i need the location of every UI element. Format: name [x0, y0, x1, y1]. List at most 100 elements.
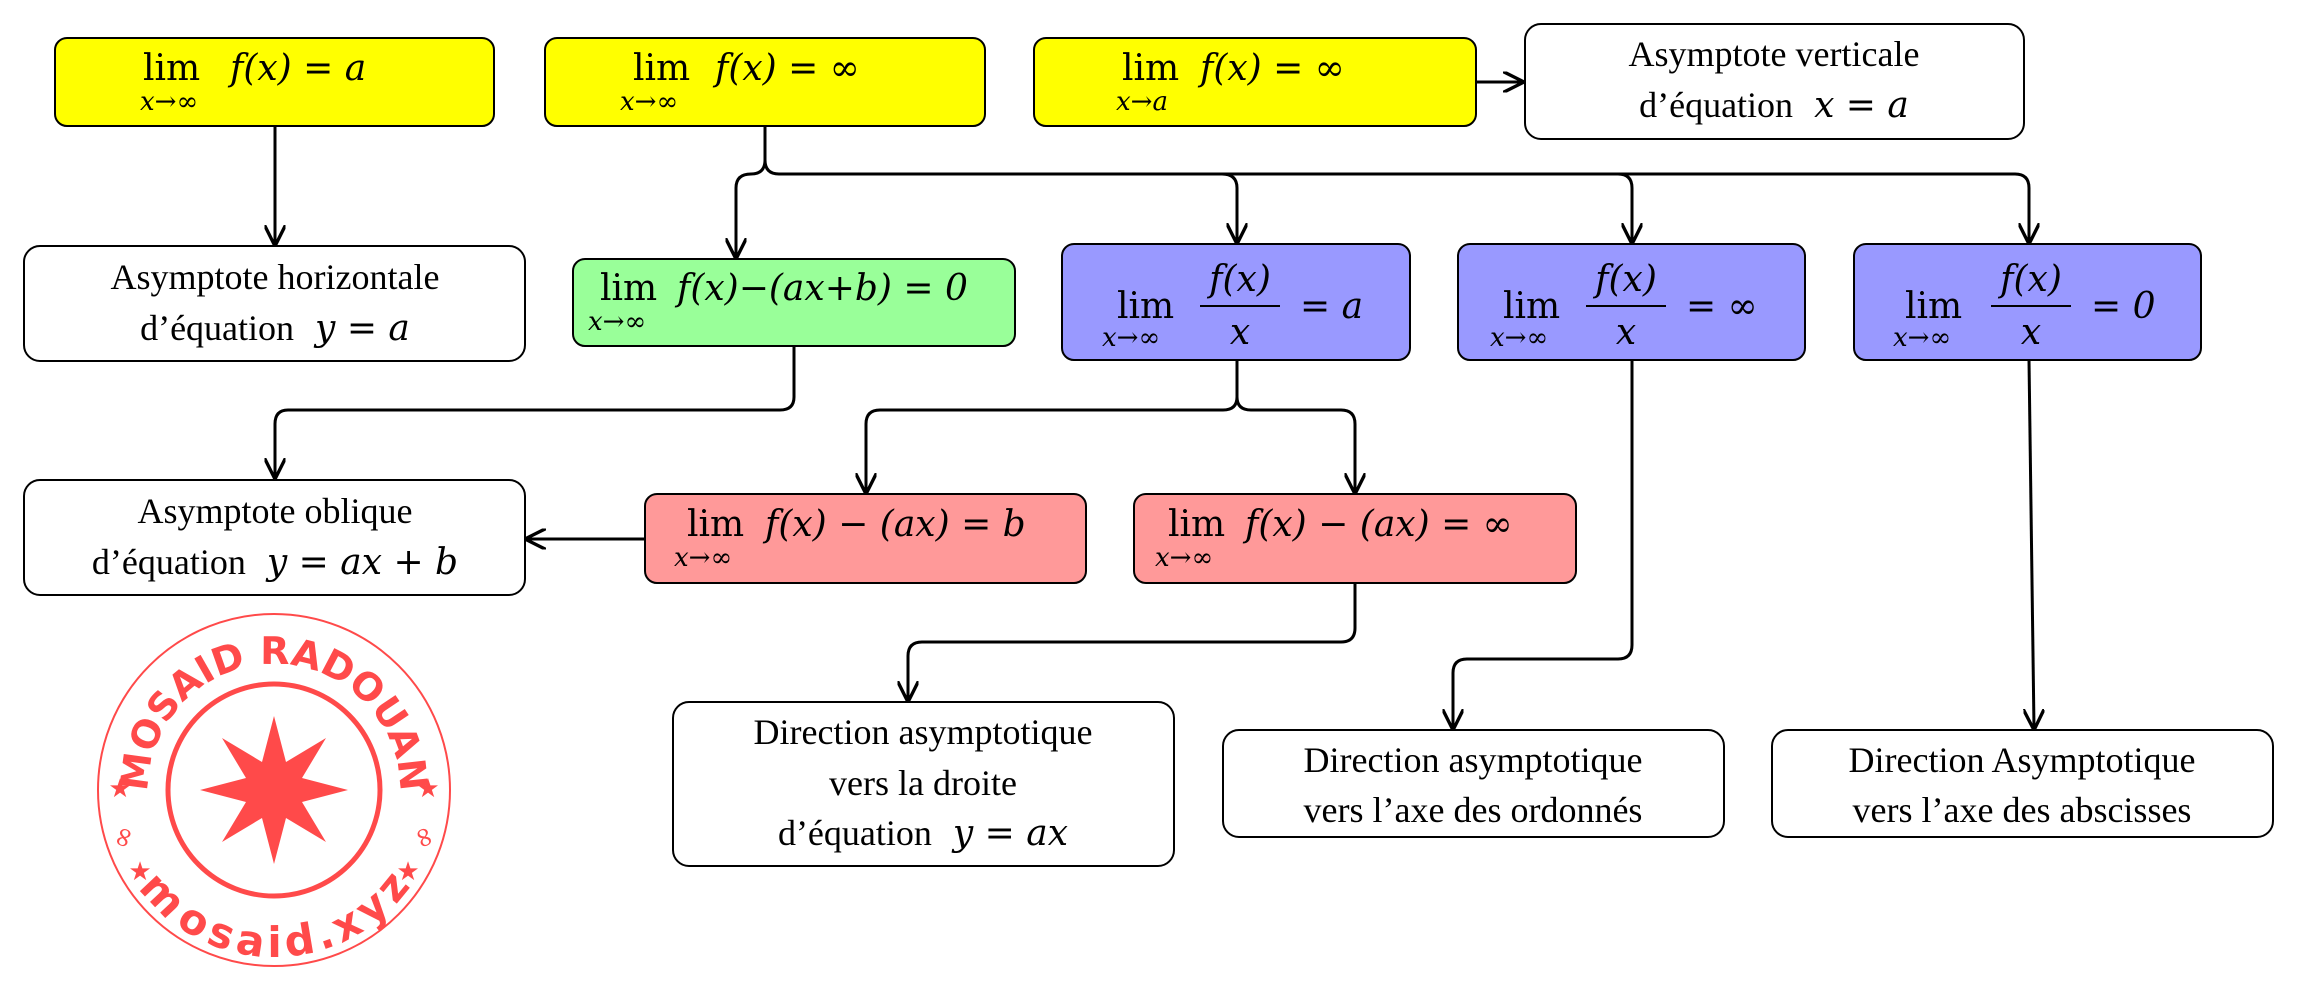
lim-operator: lim — [143, 48, 200, 89]
node-line-2: d’équation x = a — [1639, 85, 1909, 126]
node-line-1: Asymptote horizontale — [111, 257, 440, 297]
node-box — [644, 493, 1087, 584]
lim-expression: f(x) = ∞ — [1197, 48, 1345, 89]
node-line-1: Direction asymptotique — [754, 712, 1093, 752]
node-line-1: Asymptote verticale — [1629, 34, 1920, 74]
node-box — [1133, 493, 1577, 584]
node-box — [572, 258, 1016, 347]
lim-expression: f(x)−(ax+b) = 0 — [674, 268, 968, 309]
node-box — [1061, 243, 1411, 361]
edge-to-ratio-inf — [1617, 172, 1632, 242]
lim-subscript: x→∞ — [1490, 323, 1548, 353]
fraction-numerator: f(x) — [1206, 259, 1271, 300]
node-line-2: vers l’axe des ordonnés — [1304, 790, 1643, 830]
lim-expression: f(x) = a — [227, 48, 366, 89]
ratio-result: = a — [1300, 286, 1363, 327]
node-vertical-asymptote: Asymptote verticale d’équation x = a — [1524, 23, 2025, 140]
equation-math: y = ax + b — [265, 542, 458, 583]
edge-ratio-zero-to-abscisses — [2029, 359, 2034, 728]
ratio-result: = 0 — [2091, 286, 2156, 327]
edge-to-oblique-check — [736, 159, 767, 257]
lim-operator: lim — [600, 268, 657, 309]
fraction-denominator: x — [2021, 312, 2041, 353]
edge-oblique-check-to-oblique — [275, 346, 796, 477]
node-ratio-limit-a: lim x→∞ f(x) x = a — [1061, 243, 1411, 361]
equation-math: y = ax — [951, 813, 1068, 854]
node-box — [1222, 729, 1725, 838]
node-box — [1457, 243, 1806, 361]
fraction-denominator: x — [1230, 312, 1250, 353]
node-horizontal-asymptote: Asymptote horizontale d’équation y = a — [23, 245, 526, 362]
node-line-3: d’équation y = ax — [778, 813, 1068, 854]
star-icon: ★ — [128, 857, 151, 887]
node-difference-limit-b: lim x→∞ f(x) − (ax) = b — [644, 493, 1087, 584]
node-box — [544, 37, 986, 127]
star-icon: ★ — [396, 857, 419, 887]
fraction-numerator: f(x) — [1997, 259, 2062, 300]
node-box — [1033, 37, 1477, 127]
lim-operator: lim — [687, 504, 744, 545]
node-difference-limit-infinity: lim x→∞ f(x) − (ax) = ∞ — [1133, 493, 1577, 584]
node-line-2: d’équation y = ax + b — [92, 542, 458, 583]
node-box — [1771, 729, 2274, 838]
equation-math: y = a — [313, 308, 410, 349]
equation-math: x = a — [1814, 85, 1909, 126]
stamp-inner-ring — [165, 681, 383, 899]
node-line-1: Direction asymptotique — [1304, 740, 1643, 780]
lim-subscript: x→∞ — [620, 87, 678, 117]
node-line-2: vers la droite — [829, 763, 1017, 803]
equation-prefix: d’équation — [1639, 85, 1793, 125]
lim-operator: lim — [1122, 48, 1179, 89]
star-icon — [200, 716, 348, 864]
lim-subscript: x→∞ — [588, 307, 646, 337]
node-line-1: Direction Asymptotique — [1849, 740, 2196, 780]
stamp-bottom-text: mosaid.xyz — [130, 862, 419, 968]
edge-lim-inf-trunk — [763, 126, 2029, 242]
node-direction-line: Direction asymptotique vers la droite d’… — [672, 701, 1175, 867]
node-direction-ordonnes: Direction asymptotique vers l’axe des or… — [1222, 729, 1725, 838]
node-limit-at-a-infinity: lim x→a f(x) = ∞ — [1033, 37, 1477, 127]
lim-operator: lim — [1503, 286, 1560, 327]
lim-expression: f(x) − (ax) = b — [762, 504, 1026, 545]
ratio-result: = ∞ — [1686, 286, 1758, 327]
lim-operator: lim — [1117, 286, 1174, 327]
node-line-2: vers l’axe des abscisses — [1853, 790, 2192, 830]
equation-prefix: d’équation — [92, 542, 246, 582]
node-box — [672, 701, 1175, 867]
node-ratio-limit-zero: lim x→∞ f(x) x = 0 — [1853, 243, 2202, 361]
edge-ratio-a-split-right — [1235, 396, 1355, 492]
equation-prefix: d’équation — [778, 813, 932, 853]
equation-prefix: d’équation — [140, 308, 294, 348]
node-line-2: d’équation y = a — [140, 308, 410, 349]
node-oblique-limit-check: lim x→∞ f(x)−(ax+b) = 0 — [572, 258, 1016, 347]
node-limit-equals-infinity: lim x→∞ f(x) = ∞ — [544, 37, 986, 127]
node-box — [1853, 243, 2202, 361]
lim-operator: lim — [1168, 504, 1225, 545]
lim-operator: lim — [633, 48, 690, 89]
author-stamp-logo: MOSAID RADOUAN mosaid.xyz ★ ★ ★ ★ ∞ ∞ — [97, 613, 451, 968]
lim-expression: f(x) = ∞ — [712, 48, 860, 89]
lim-subscript: x→∞ — [1102, 323, 1160, 353]
edge-diff-inf-to-dir-line — [908, 584, 1357, 700]
node-box — [54, 37, 495, 127]
lim-subscript: x→∞ — [1155, 543, 1213, 573]
edge-to-ratio-a — [1221, 172, 1237, 242]
lim-subscript: x→a — [1116, 87, 1168, 117]
node-limit-equals-a: lim x→∞ f(x) = a — [54, 37, 495, 127]
star-icon: ★ — [416, 774, 439, 804]
lim-subscript: x→∞ — [1893, 323, 1951, 353]
node-ratio-limit-infinity: lim x→∞ f(x) x = ∞ — [1457, 243, 1806, 361]
edges — [275, 82, 2034, 728]
lim-subscript: x→∞ — [140, 87, 198, 117]
stamp-outer-ring — [97, 613, 451, 967]
node-line-1: Asymptote oblique — [138, 491, 413, 531]
node-box — [23, 479, 526, 596]
node-box — [23, 245, 526, 362]
fraction-numerator: f(x) — [1592, 259, 1657, 300]
star-icon: ★ — [108, 774, 131, 804]
edge-ratio-a-split-left — [866, 360, 1239, 492]
fraction-denominator: x — [1616, 312, 1636, 353]
node-oblique-asymptote: Asymptote oblique d’équation y = ax + b — [23, 479, 526, 596]
node-box — [1524, 23, 2025, 140]
